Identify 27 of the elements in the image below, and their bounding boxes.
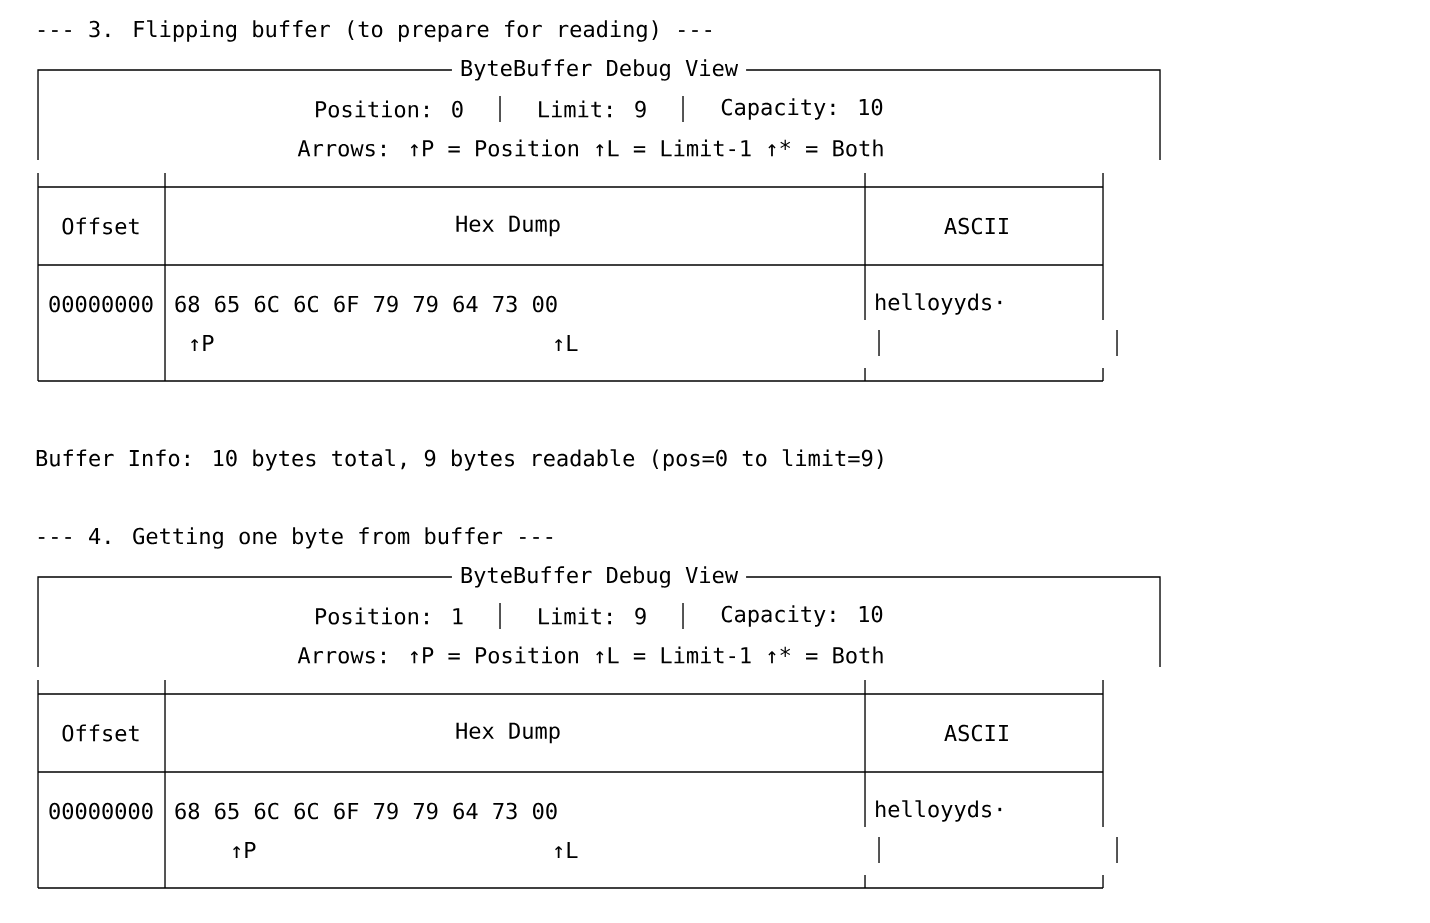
pointer-marker: ↑P	[191, 335, 214, 351]
status-text: Capacity: 10	[721, 605, 883, 627]
status-text: Position: 1	[316, 607, 463, 625]
frame-title: ByteBuffer Debug View	[451, 564, 747, 590]
pointer-marker: ↑L	[555, 842, 578, 858]
legend-text: Arrows: ↑P = Position ↑L = Limit-1 ↑* = Both	[297, 646, 883, 664]
ascii-cell: helloyyds·	[876, 800, 1002, 822]
status-text: Limit: 9	[539, 607, 646, 625]
status-text: Capacity: 10	[721, 98, 883, 120]
column-header: Hex Dump	[456, 215, 560, 237]
status-text: Limit: 9	[539, 100, 646, 118]
pointer-marker: ↑P	[233, 842, 256, 858]
legend-text: Arrows: ↑P = Position ↑L = Limit-1 ↑* = Both	[297, 139, 883, 157]
hex-cell: 68 65 6C 6C 6F 79 79 64 73 00	[175, 802, 557, 820]
column-header: Offset	[62, 724, 139, 742]
ascii-cell: helloyyds·	[876, 293, 1002, 315]
column-header: Offset	[62, 217, 139, 235]
offset-cell: 00000000	[49, 295, 153, 313]
frame-title: ByteBuffer Debug View	[451, 57, 747, 83]
pointer-marker: ↑L	[555, 335, 578, 351]
info-text: Buffer Info: 10 bytes total, 9 bytes readable (pos=0 to limit=9)	[36, 449, 883, 471]
column-header: Hex Dump	[456, 722, 560, 744]
column-header: ASCII	[944, 724, 1008, 742]
offset-cell: 00000000	[49, 802, 153, 820]
column-header: ASCII	[944, 217, 1008, 235]
status-text: Position: 0	[316, 100, 463, 118]
hex-cell: 68 65 6C 6C 6F 79 79 64 73 00	[175, 295, 557, 313]
